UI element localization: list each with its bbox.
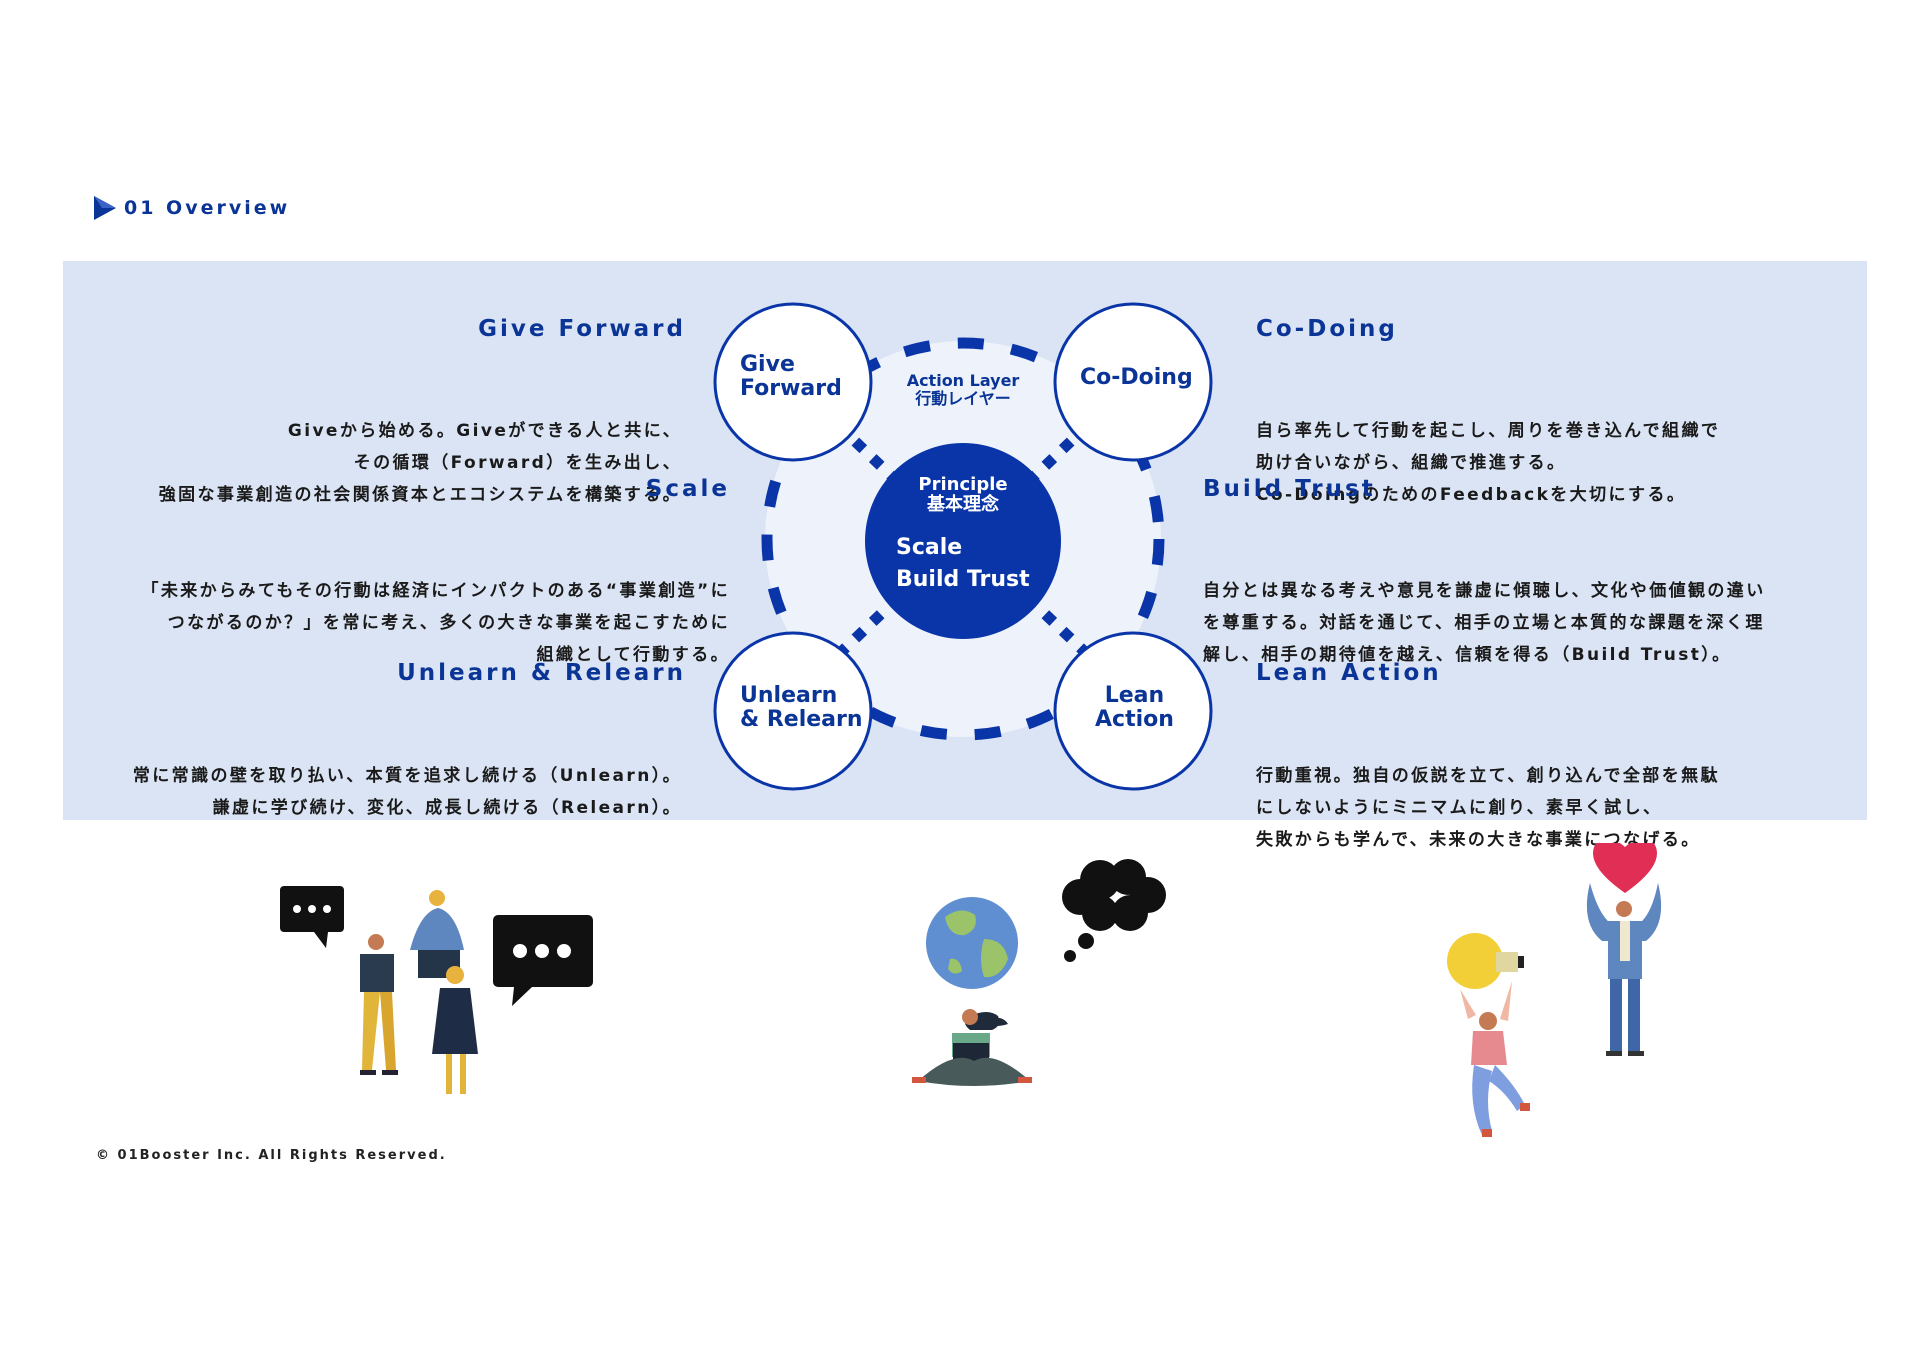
heading-scale: Scale [645,476,730,502]
speech-bubble-icon [493,915,593,1006]
heart-icon [1593,843,1657,893]
text-scale: 「未来からみてもその行動は経済にインパクトのある“事業創造”につながるのか？」を… [141,581,730,665]
copyright-footer: © 01Booster Inc. All Rights Reserved. [96,1148,447,1163]
heading-co-doing: Co-Doing [1256,316,1398,342]
heading-lean-action: Lean Action [1256,660,1442,686]
section-header: 01 Overview [94,193,290,223]
text-build-trust: 自分とは異なる考えや意見を謙虚に傾聴し、文化や価値観の違いを尊重する。対話を通じ… [1203,581,1766,665]
heading-give-forward: Give Forward [478,316,686,342]
label-co-doing: Co-Doing [1080,365,1193,390]
section-title: 01 Overview [124,197,291,219]
globe-meditation-illustration [912,859,1166,1086]
speech-bubble-icon [280,886,344,948]
people-chat-illustration [280,886,593,1094]
text-co-doing: 自ら率先して行動を起こし、周りを巻き込んで組織で助け合いながら、組織で推進する。… [1256,421,1721,505]
globe-icon [926,897,1018,989]
person-figure [1460,981,1530,1137]
person-figure [1586,883,1662,1056]
heading-build-trust: Build Trust [1203,476,1376,502]
lightbulb-icon [1447,933,1524,989]
text-unlearn-relearn: 常に常識の壁を取り払い、本質を追求し続ける（Unlearn）。謙虚に学び続け、変… [132,766,682,818]
label-unlearn-relearn: Unlearn& Relearn [740,683,863,733]
person-figure [410,890,464,978]
play-triangle-icon [94,196,116,220]
person-figure [360,934,398,1075]
person-figure [912,1009,1032,1086]
lightbulb-heart-illustration [1447,843,1662,1137]
text-give-forward: Giveから始める。Giveができる人と共に、その循環（Forward）を生み出… [158,421,682,505]
text-lean-action: 行動重視。独自の仮説を立て、創り込んで全部を無駄にしないようにミニマムに創り、素… [1256,766,1720,850]
heading-unlearn-relearn: Unlearn & Relearn [397,660,686,686]
person-figure [432,966,478,1094]
thought-cloud-icon [1062,859,1166,962]
